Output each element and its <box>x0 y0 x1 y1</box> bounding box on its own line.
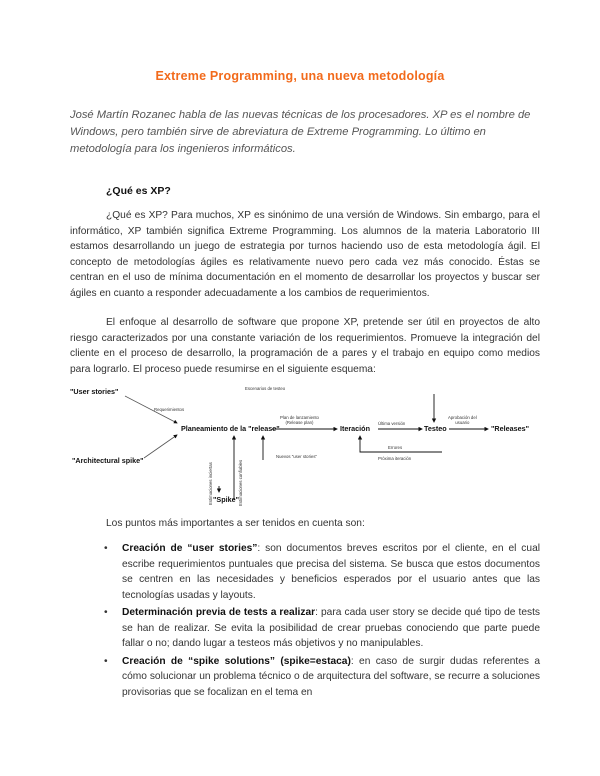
list-item-text: : en caso de surgir dudas referentes a c… <box>122 655 540 698</box>
node-architectural-spike: "Architectural spike" <box>72 456 144 465</box>
section-heading: ¿Qué es XP? <box>106 185 171 197</box>
list-lead: Los puntos más importantes a ser tenidos… <box>106 518 365 529</box>
label-client-approval-line2: usuario <box>455 420 470 425</box>
list-item-title: Creación de “user stories” <box>122 543 258 554</box>
node-release-planning: Planeamiento de la "release" <box>181 424 280 433</box>
node-spike: "Spike" <box>213 495 239 504</box>
label-next-iteration: Próxima iteración <box>378 456 412 461</box>
list-item: • Creación de “user stories”: son docume… <box>104 541 540 603</box>
label-test-scenarios: Escenarios de testeo <box>245 386 286 391</box>
label-uncertain-estimates: Estimaciones inciertas <box>208 462 213 505</box>
list-item-title: Determinación previa de tests a realizar <box>122 607 316 618</box>
diagram-arrows <box>124 394 489 500</box>
paragraph-text: El enfoque al desarrollo de software que… <box>70 317 540 375</box>
list-item-text: : para cada user story se decide qué tip… <box>122 607 541 649</box>
node-iteration: Iteración <box>340 424 370 433</box>
node-releases: "Releases" <box>491 424 529 433</box>
paragraph-approach: El enfoque al desarrollo de software que… <box>70 315 540 377</box>
paragraph-what-is-xp: ¿Qué es XP? Para muchos, XP es sinónimo … <box>70 208 540 301</box>
label-latest-version: Última versión <box>378 421 406 426</box>
bullet-icon: • <box>104 655 108 667</box>
label-client-approval: Aprobación del usuario <box>448 415 477 425</box>
label-errors: Errores <box>388 445 403 450</box>
label-release-plan: Plan de lanzamiento (Release plan) <box>280 415 319 425</box>
label-requirements: Requerimientos <box>154 407 185 412</box>
label-release-plan-line1: Plan de lanzamiento <box>280 415 319 420</box>
label-new-user-stories: Nuevos "user stories" <box>276 454 318 459</box>
list-item: • Determinación previa de tests a realiz… <box>104 605 541 652</box>
list-item: • Creación de “spike solutions” (spike=e… <box>104 654 540 701</box>
key-points-list: • Creación de “user stories”: son docume… <box>104 541 541 702</box>
label-confident-estimates: Estimaciones confiables <box>238 459 243 506</box>
paragraph-text: ¿Qué es XP? Para muchos, XP es sinónimo … <box>70 210 540 299</box>
list-item-text: : son documentos breves escritos por el … <box>122 543 540 601</box>
document-title: Extreme Programming, una nueva metodolog… <box>155 69 445 83</box>
label-release-plan-line2: (Release plan) <box>285 420 314 425</box>
bullet-icon: • <box>104 543 108 554</box>
node-testing: Testeo <box>424 424 447 433</box>
bullet-icon: • <box>104 607 108 618</box>
xp-process-diagram: "User stories" "Architectural spike" Pla… <box>62 378 542 510</box>
label-client-approval-line1: Aprobación del <box>448 415 477 420</box>
list-item-title: Creación de “spike solutions” (spike=est… <box>122 655 351 667</box>
intro-paragraph: José Martín Rozanec habla de las nuevas … <box>70 109 531 155</box>
node-user-stories: "User stories" <box>70 387 119 396</box>
